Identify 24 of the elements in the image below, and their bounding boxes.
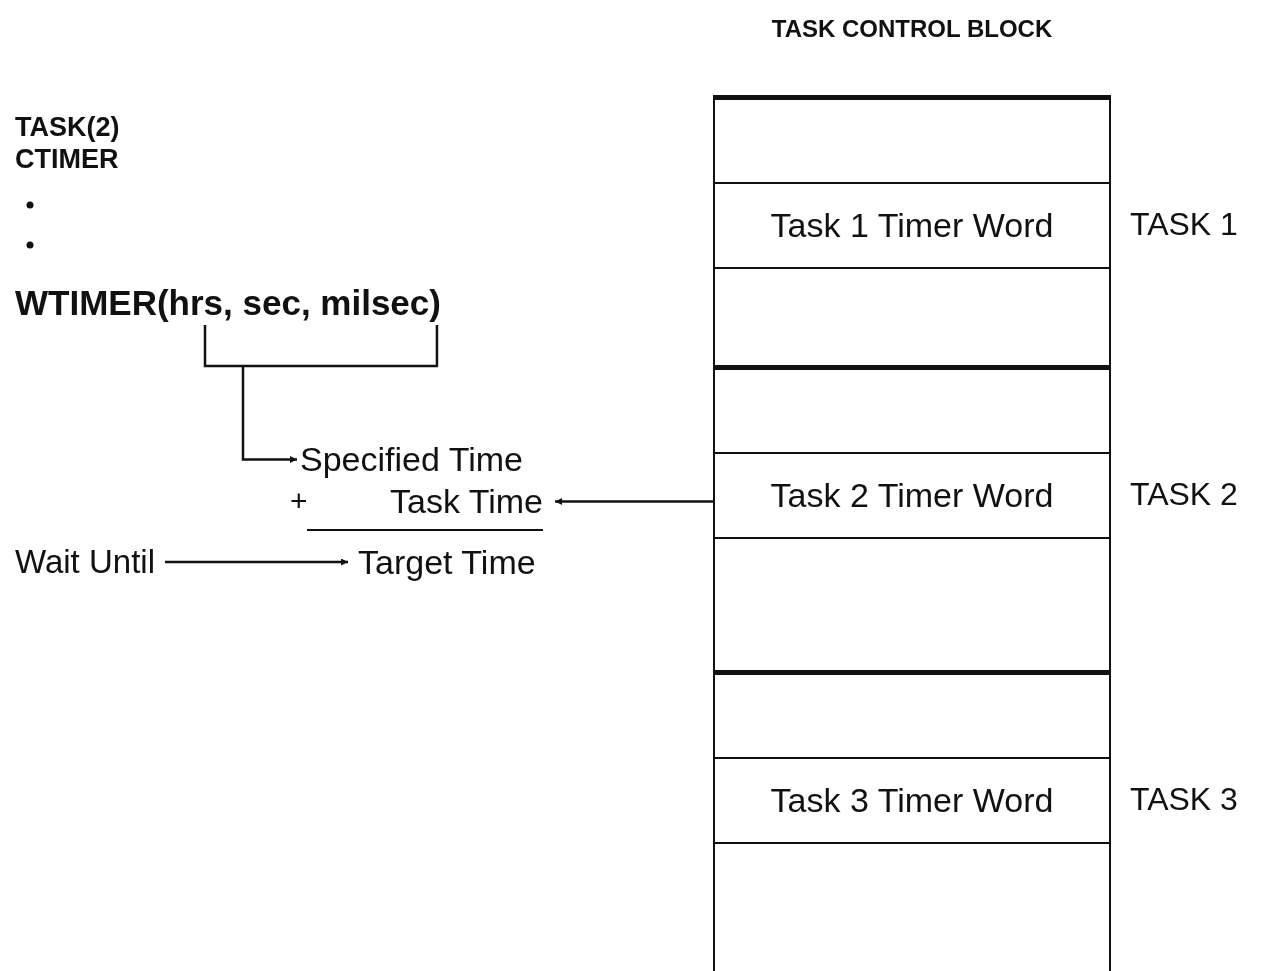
function-call: WTIMER(hrs, sec, milsec) [15,283,441,323]
memory-row: Task 3 Timer Word [713,757,1111,842]
arrow [555,498,713,505]
row-label: TASK 3 [1130,780,1238,818]
empty-memory-row [713,95,1111,182]
arrow [164,558,348,566]
time-term: Target Time [358,543,536,582]
row-label: TASK 1 [1130,205,1238,243]
program-label: TASK(2) [15,112,120,143]
empty-memory-row [713,267,1111,365]
empty-memory-row [713,537,1111,670]
memory-row: Task 2 Timer Word [713,452,1111,537]
plus-sign: + [290,484,308,518]
row-label: TASK 2 [1130,475,1238,513]
time-term: Specified Time [300,440,523,479]
bracket-arrow [203,323,439,463]
program-label: CTIMER [15,144,119,175]
memory-row: Task 1 Timer Word [713,182,1111,267]
table-heading: TASK CONTROL BLOCK [770,15,1054,43]
time-term: Wait Until [15,543,155,581]
empty-memory-row [713,670,1111,757]
empty-memory-row [713,842,1111,971]
time-term: Task Time [390,482,544,521]
empty-memory-row [713,365,1111,452]
